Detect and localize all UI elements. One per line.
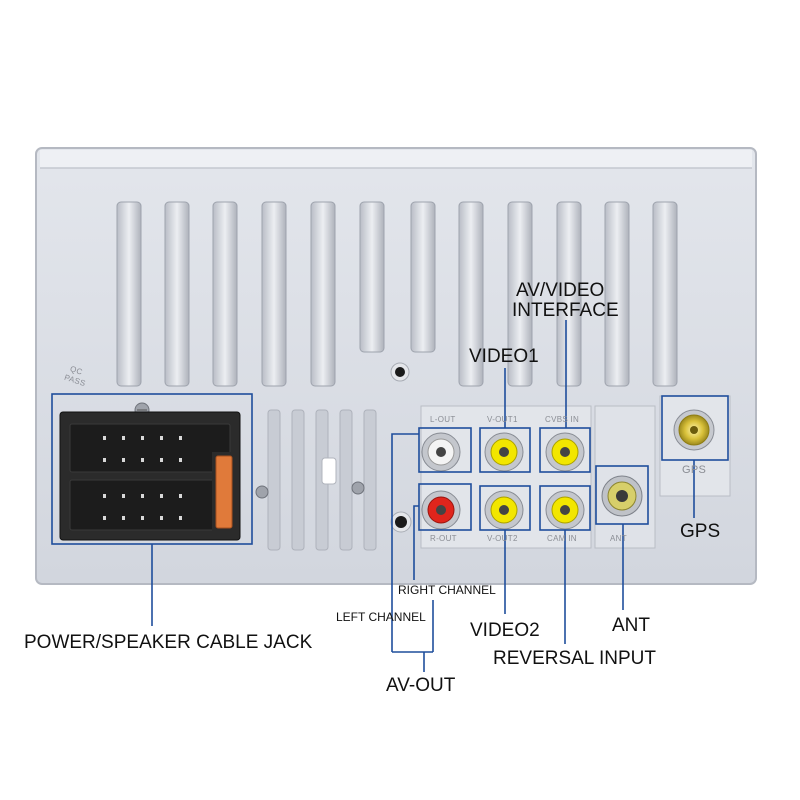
lower-vent-slots	[267, 409, 377, 551]
callout-reversal-input: REVERSAL INPUT	[493, 648, 656, 669]
port-label-gps: GPS	[682, 464, 707, 476]
callout-gps: GPS	[680, 521, 721, 542]
callout-power-speaker-cable-jack: POWER/SPEAKER CABLE JACK	[24, 632, 313, 653]
gps-socket	[673, 409, 715, 451]
port-label-ant: ANT	[610, 534, 627, 543]
rca-v-out1-jack	[484, 432, 524, 472]
port-label-r-out: R-OUT	[430, 534, 457, 543]
rca-r-out-jack	[421, 490, 461, 530]
rca-v-out2-jack	[484, 490, 524, 530]
callout-video1: VIDEO1	[469, 346, 539, 367]
callout-av-out: AV-OUT	[386, 675, 456, 696]
callout-av-video-interface-line1: AV/VIDEO	[516, 280, 605, 301]
screw-holes	[390, 362, 412, 533]
port-label-v-out2: V-OUT2	[487, 534, 518, 543]
heat-sink-fins	[116, 201, 678, 387]
callout-av-video-interface-line2: INTERFACE	[512, 300, 619, 321]
callout-lines	[151, 320, 695, 672]
port-label-l-out: L-OUT	[430, 415, 456, 424]
rca-cvbs-in-jack	[545, 432, 585, 472]
port-label-cam-in: CAM IN	[547, 534, 577, 543]
port-label-v-out1: V-OUT1	[487, 415, 518, 424]
callout-right-channel: RIGHT CHANNEL	[398, 583, 496, 597]
callout-ant: ANT	[612, 615, 650, 636]
port-label-cvbs-in: CVBS IN	[545, 415, 580, 424]
iso-connector	[59, 411, 241, 541]
callout-video2: VIDEO2	[470, 620, 540, 641]
antenna-socket	[601, 475, 643, 517]
rca-cam-in-jack	[545, 490, 585, 530]
rca-l-out-jack	[421, 432, 461, 472]
callout-left-channel: LEFT CHANNEL	[336, 610, 426, 624]
